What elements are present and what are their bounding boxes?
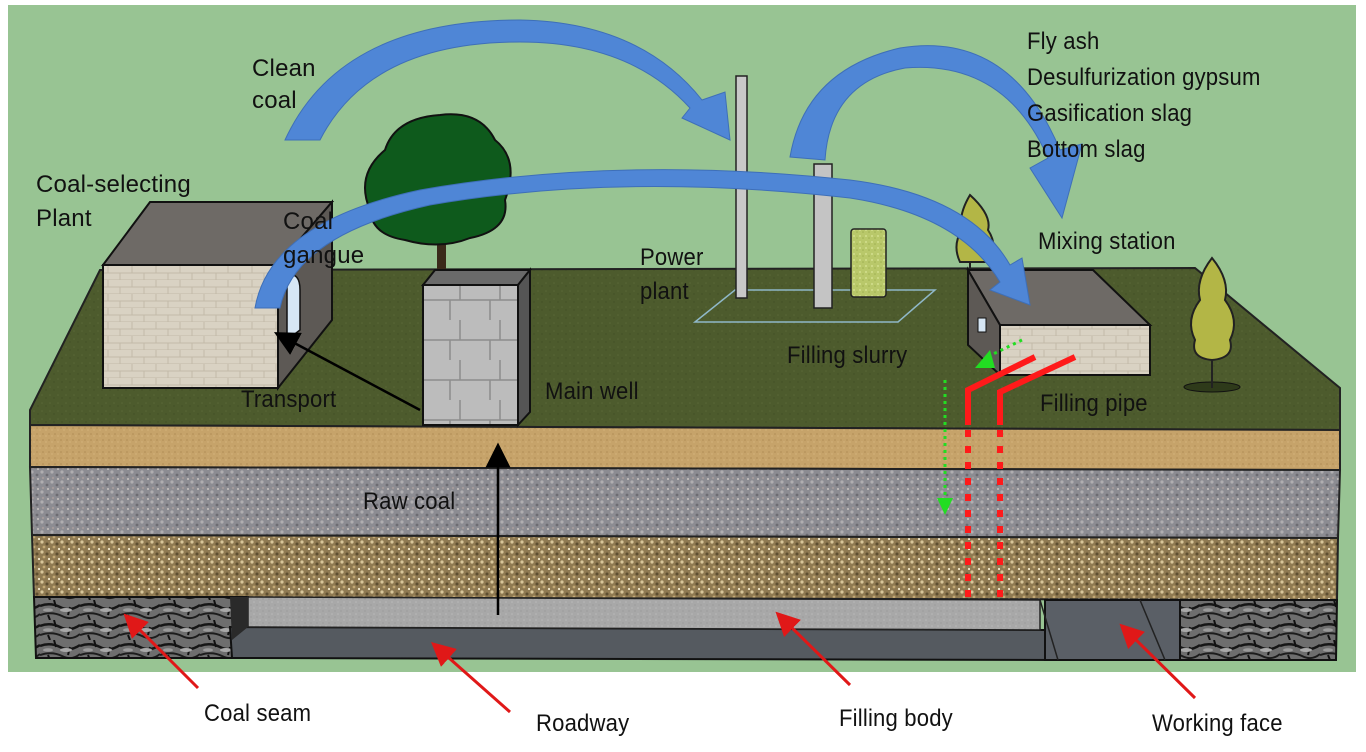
roadway-pointer [431,642,511,714]
coal-selecting-plant [101,199,335,391]
label-roadway: Roadway [536,710,630,737]
working-face [1044,599,1181,661]
waste-materials-arrow [789,45,1083,220]
brown-gravel-layer [30,533,1340,602]
label-clean-coal: Clean coal [252,55,316,114]
filling-body-pointer [775,611,852,687]
filling-body [247,596,1041,631]
label-transport: Transport [241,386,337,413]
gray-gravel-layer [28,465,1342,540]
strata-layers [28,423,1342,662]
label-coal-seam: Coal seam [204,700,312,727]
label-main-well: Main well [545,378,639,405]
transport-arrow [273,332,421,412]
label-coal-selecting-plant: Coal-selecting Plant [36,171,191,232]
clean-coal-arrow [284,19,731,141]
roadway [228,625,1060,662]
slurry-arrow-icon [937,338,1023,515]
label-power-plant: Power plant [640,244,704,305]
right-tree-icon [1183,256,1241,393]
label-working-face: Working face [1152,710,1283,737]
chimney-short [813,163,833,309]
coal-gangue-arrow [254,169,1031,309]
coal-seam-pointer [123,613,200,690]
coal-seam-right [1179,599,1339,661]
label-filling-pipe: Filling pipe [1040,390,1148,417]
storage-cylinder [850,228,887,298]
main-well [420,267,533,428]
pointer-arrows [123,611,1197,714]
label-mixing-station: Mixing station [1038,228,1176,255]
label-raw-coal: Raw coal [363,488,456,515]
working-face-pointer [1119,623,1197,700]
label-filling-slurry: Filling slurry [787,342,908,369]
label-coal-gangue: Coal gangue [283,208,365,269]
sand-layer [29,423,1341,472]
label-waste-materials: Fly ash Desulfurization gypsum Gasificat… [1027,28,1261,163]
flow-arrows [254,19,1083,309]
label-filling-body: Filling body [839,705,953,732]
coal-seam-left [32,596,249,659]
mixing-station [966,266,1153,378]
filling-pipe-icon [965,354,1077,597]
coal-seam-left-face [230,597,248,640]
